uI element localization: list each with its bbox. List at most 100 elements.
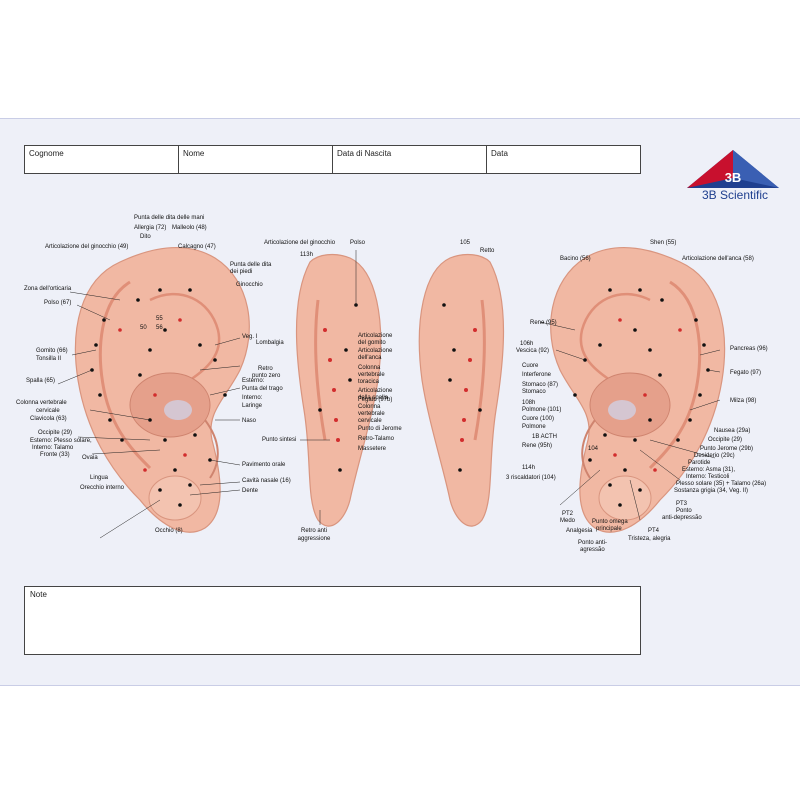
- label-punta-dita-piedi-2: dei piedi: [230, 269, 252, 276]
- label-cervicale-back: cervicale: [358, 418, 382, 425]
- label-occipite-right: Occipite (29): [708, 437, 742, 444]
- label-toracica: toracica: [358, 379, 379, 386]
- label-massetere: Massetere: [358, 446, 386, 453]
- label-aggressione: aggressione: [286, 536, 342, 543]
- label-del-gomito: del gomito: [358, 340, 386, 347]
- label-fegato-97b: Fegato (97b): [358, 397, 392, 404]
- label-shen: Shen (55): [650, 240, 676, 247]
- label-interno-testicoli: Interno: Testicoli: [686, 474, 729, 481]
- label-cuore: Cuore: [522, 363, 538, 370]
- label-plesso-solare: Plesso solare (35) + Talamo (26a): [676, 481, 766, 488]
- label-occhio: Occhio (8): [155, 528, 183, 535]
- label-stomaco: Stomaco: [522, 389, 546, 396]
- label-laringe: Laringe: [242, 403, 262, 410]
- label-spalla: Spalla (65): [26, 378, 55, 385]
- label-medo: Medo: [560, 518, 575, 525]
- label-polmone-101: Polmone (101): [522, 407, 561, 414]
- label-milza: Milza (98): [730, 398, 756, 405]
- label-55: 55: [156, 316, 163, 323]
- label-pt2: PT2: [562, 511, 573, 518]
- label-analgesia: Analgesia: [566, 528, 592, 535]
- label-interno: Interno:: [242, 395, 262, 402]
- label-interferone: Interferone: [522, 372, 551, 379]
- label-bacino: Bacino (56): [560, 256, 591, 263]
- label-dell-anca: dell'anca: [358, 355, 382, 362]
- label-colonna-vertebrale: Colonna vertebrale: [16, 400, 67, 407]
- label-lingua: Lingua: [90, 475, 108, 482]
- label-naso: Naso: [242, 418, 256, 425]
- label-sostanza-grigia: Sostanza grigia (34, Veg. II): [674, 488, 748, 495]
- label-esterno-plesso: Esterno: Plesso solare,: [30, 438, 92, 445]
- label-art-anca-58: Articolazione dell'anca (58): [682, 256, 754, 263]
- label-retro-talamo: Retro-Talamo: [358, 436, 394, 443]
- label-polso: Polso: [350, 240, 365, 247]
- right-ear-back: [419, 255, 503, 527]
- label-principale: principale: [596, 526, 622, 533]
- label-retro-zero: Retro: [258, 366, 273, 373]
- label-occipite-left: Occipite (29): [38, 430, 72, 437]
- label-105: 105: [460, 240, 470, 247]
- label-106h: 106h: [520, 341, 533, 348]
- label-colonna-toracica: Colonna: [358, 365, 380, 372]
- label-desiderio: Desiderio (29c): [694, 453, 735, 460]
- label-rene-95: Rene (95): [530, 320, 557, 327]
- label-cavita-nasale: Cavità nasale (16): [242, 478, 291, 485]
- label-calcagno: Calcagno (47): [178, 244, 216, 251]
- label-art-gomito: Articolazione: [358, 333, 392, 340]
- notes-field[interactable]: Note: [24, 586, 641, 655]
- label-pt3: PT3: [676, 501, 687, 508]
- label-colonna-cervicale: Colonna: [358, 404, 380, 411]
- label-nausea: Nausea (29a): [714, 428, 750, 435]
- label-pancreas: Pancreas (96): [730, 346, 768, 353]
- label-art-ginocchio-back: Articolazione del ginocchio: [264, 240, 335, 247]
- label-lombalgia: Lombalgia: [256, 340, 284, 347]
- label-art-spalla: Articolazione: [358, 388, 392, 395]
- label-tristeza: Tristeza, alegria: [628, 536, 670, 543]
- label-cervicale: cervicale: [36, 408, 60, 415]
- label-agressao: agressão: [580, 547, 605, 554]
- label-56: 56: [156, 325, 163, 332]
- label-anti-depressao: anti-depressão: [662, 515, 702, 522]
- notes-label: Note: [30, 590, 47, 599]
- label-art-anca: Articolazione: [358, 348, 392, 355]
- label-50: 50: [140, 325, 147, 332]
- label-dente: Dente: [242, 488, 258, 495]
- label-punto-jerome-29b: Punto Jerome (29b): [700, 446, 753, 453]
- label-104: 104: [588, 446, 598, 453]
- label-allergia: Allergia (72): [134, 225, 166, 232]
- label-ginocchio: Ginocchio: [236, 282, 263, 289]
- label-stomaco-87: Stomaco (87): [522, 382, 558, 389]
- label-gomito: Gomito (66): [36, 348, 68, 355]
- label-rene-95h: Rene (95h): [522, 443, 552, 450]
- label-vertebrale-cervicale: vertebrale: [358, 411, 385, 418]
- label-articolazione-ginocchio: Articolazione del ginocchio (49): [45, 244, 128, 251]
- label-parotide: Parotide: [688, 460, 710, 467]
- label-ponto: Ponto: [676, 508, 692, 515]
- label-ovaia: Ovaia: [82, 455, 98, 462]
- label-fegato-97: Fegato (97): [730, 370, 761, 377]
- label-punto-jerome: Punto di Jerome: [358, 426, 402, 433]
- label-pavimento-orale: Pavimento orale: [242, 462, 285, 469]
- label-polmone: Polmone: [522, 424, 546, 431]
- label-punto-sintesi: Punto sintesi: [262, 437, 296, 444]
- label-punta-dita-piedi: Punta delle dita: [230, 262, 271, 269]
- label-1b-acth: 1B ACTH: [532, 434, 557, 441]
- label-cuore-100: Cuore (100): [522, 416, 554, 423]
- label-114h: 114h: [522, 465, 535, 472]
- label-retro-anti: Retro anti: [292, 528, 336, 535]
- label-punto-omega: Punto omega: [592, 519, 628, 526]
- label-tonsilla: Tonsilla II: [36, 356, 61, 363]
- label-interno-talamo: Interno: Talamo: [32, 445, 73, 452]
- label-retto: Retto: [480, 248, 494, 255]
- label-fronte: Fronte (33): [40, 452, 70, 459]
- label-113h: 113h: [300, 252, 313, 259]
- label-ponto-anti: Ponto anti-: [578, 540, 607, 547]
- label-pt4: PT4: [648, 528, 659, 535]
- label-punto-zero: punto zero: [252, 373, 280, 380]
- label-clavicola: Clavicola (63): [30, 416, 67, 423]
- label-vertebrale-toracica: vertebrale: [358, 372, 385, 379]
- label-orecchio-interno: Orecchio interno: [80, 485, 124, 492]
- label-3-riscaldatori: 3 riscaldatori (104): [506, 475, 556, 482]
- label-malleolo: Malleolo (48): [172, 225, 207, 232]
